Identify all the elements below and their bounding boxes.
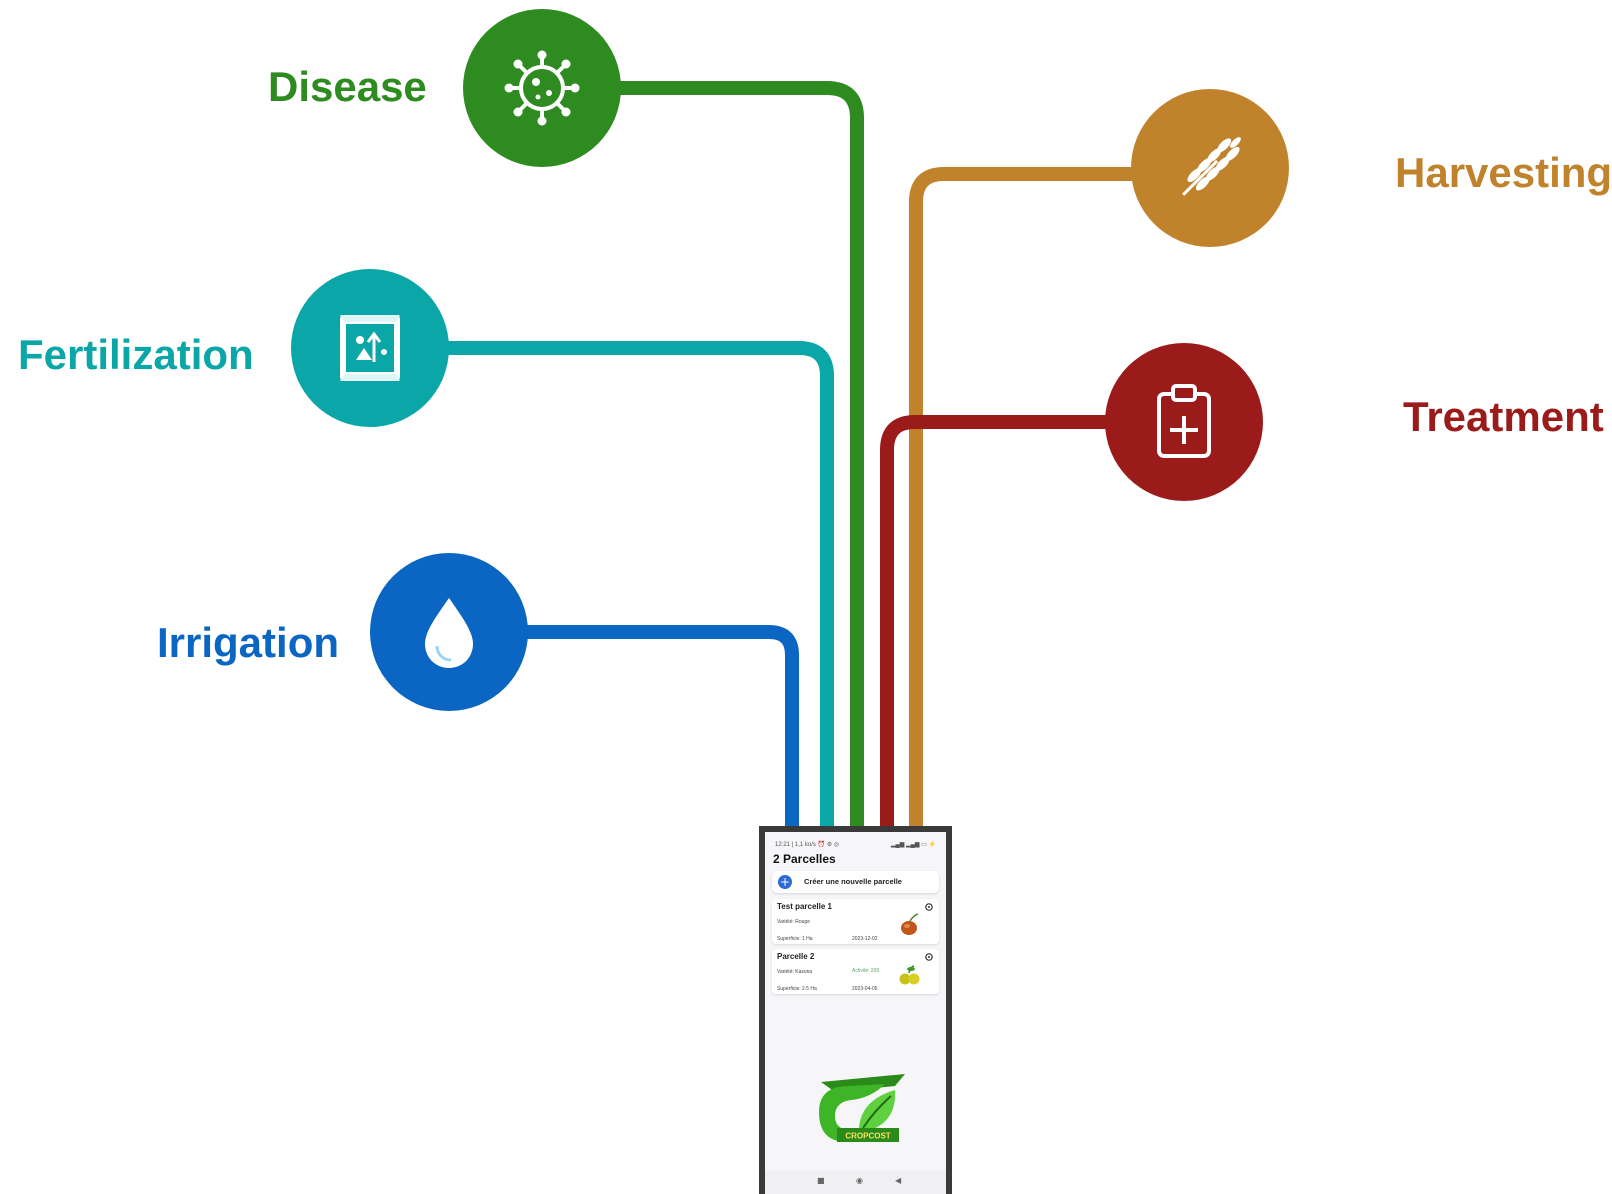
virus-icon xyxy=(504,50,580,126)
parcel-variety: Variété: Rouge xyxy=(777,919,810,925)
disease-node xyxy=(463,9,621,167)
onion-icon xyxy=(901,913,919,935)
fertilization-connector xyxy=(440,341,834,826)
disease-circle xyxy=(463,9,621,167)
phone-status-bar: 12:21 | 1,1 ko/s ⏰ ⚙ ◎ ▂▄▆ ▂▄▆ ▭ ⚡ xyxy=(775,841,936,849)
logo-text: CROPCOST xyxy=(845,1132,890,1141)
irrigation-node xyxy=(370,553,528,711)
parcel-date: 2023-04-05 xyxy=(852,986,878,992)
harvesting-label: Harvesting xyxy=(1395,149,1612,196)
treatment-connector xyxy=(880,415,1110,826)
parcel-name: Parcelle 2 xyxy=(777,952,815,961)
page-title: 2 Parcelles xyxy=(773,852,836,866)
create-parcel-button[interactable]: + Créer une nouvelle parcelle xyxy=(772,871,939,893)
parcel-surface: Superficie: 1 Ha xyxy=(777,936,813,942)
disease-label: Disease xyxy=(268,63,427,110)
gear-icon[interactable] xyxy=(924,952,934,962)
fertilizer-bag-icon xyxy=(340,315,400,381)
disease-connector xyxy=(600,81,864,826)
parcel-name: Test parcelle 1 xyxy=(777,902,832,911)
parcel-variety: Variété: Kazuna xyxy=(777,969,813,975)
cropcost-logo: CROPCOST xyxy=(819,1074,905,1142)
plus-icon: + xyxy=(778,875,792,889)
irrigation-label: Irrigation xyxy=(157,619,340,666)
wheat-icon xyxy=(1182,137,1241,196)
back-button[interactable]: ◀ xyxy=(895,1176,902,1185)
parcel-date: 2023-12-02 xyxy=(852,936,878,942)
treatment-label: Treatment xyxy=(1403,393,1604,440)
status-right: ▂▄▆ ▂▄▆ ▭ ⚡ xyxy=(890,842,936,848)
create-parcel-label: Créer une nouvelle parcelle xyxy=(804,877,902,886)
home-button[interactable]: ◉ xyxy=(856,1176,863,1185)
phone-screenshot: 12:21 | 1,1 ko/s ⏰ ⚙ ◎ ▂▄▆ ▂▄▆ ▭ ⚡ 2 Par… xyxy=(759,826,952,1194)
status-left: 12:21 | 1,1 ko/s ⏰ ⚙ ◎ xyxy=(775,842,840,848)
harvesting-connector xyxy=(909,167,1140,826)
pear-icon xyxy=(899,965,920,985)
parcel-badge: Activité: 200 xyxy=(852,968,880,974)
parcel-card[interactable]: Test parcelle 1 Variété: Rouge Superfici… xyxy=(772,899,939,944)
gear-icon[interactable] xyxy=(924,902,934,912)
android-nav-bar: ■ ◉ ◀ xyxy=(765,1170,946,1194)
clipboard-plus-icon xyxy=(1157,384,1211,458)
fertilization-node xyxy=(291,269,449,427)
treatment-node xyxy=(1105,343,1263,501)
parcel-card[interactable]: Parcelle 2 Variété: Kazuna Activité: 200… xyxy=(772,949,939,994)
harvesting-node xyxy=(1131,89,1289,247)
parcel-surface: Superficie: 2.5 Ha xyxy=(777,986,817,992)
irrigation-connector xyxy=(515,625,799,826)
fertilization-label: Fertilization xyxy=(18,331,254,378)
water-drop-icon xyxy=(425,598,473,668)
recent-apps-button[interactable]: ■ xyxy=(817,1176,825,1185)
